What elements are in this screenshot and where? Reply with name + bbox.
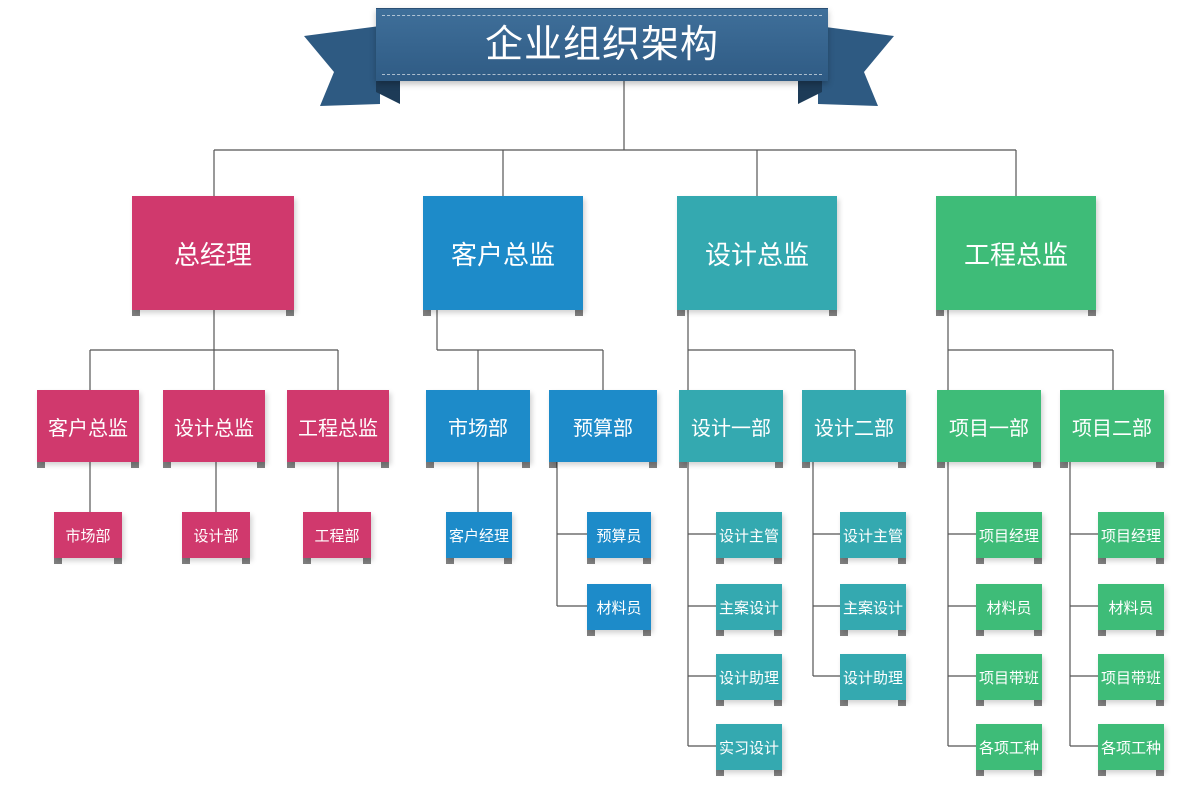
node-role: 设计助理 xyxy=(840,654,906,706)
node-dept: 设计二部 xyxy=(802,390,906,468)
node-role: 预算员 xyxy=(587,512,651,564)
node-customer-director: 客户总监 xyxy=(423,196,583,316)
node-role: 主案设计 xyxy=(716,584,782,636)
chart-title: 企业组织架构 xyxy=(484,22,719,66)
node-engineering-director: 工程总监 xyxy=(936,196,1096,316)
node-role: 设计主管 xyxy=(716,512,782,564)
ribbon-band xyxy=(376,8,828,81)
node-role: 主案设计 xyxy=(840,584,906,636)
node-dept: 预算部 xyxy=(549,390,657,468)
node-dept: 项目一部 xyxy=(937,390,1041,468)
node-role: 实习设计 xyxy=(716,724,782,776)
node-role: 项目带班 xyxy=(976,654,1042,706)
node-role: 客户经理 xyxy=(446,512,512,564)
node-role: 市场部 xyxy=(54,512,122,564)
node-role: 项目经理 xyxy=(1098,512,1164,564)
node-design-director: 设计总监 xyxy=(677,196,837,316)
node-dept: 工程总监 xyxy=(287,390,389,468)
node-role: 设计主管 xyxy=(840,512,906,564)
node-dept: 项目二部 xyxy=(1060,390,1164,468)
node-role: 各项工种 xyxy=(1098,724,1164,776)
node-dept: 市场部 xyxy=(426,390,530,468)
node-dept: 客户总监 xyxy=(37,390,139,468)
node-role: 材料员 xyxy=(976,584,1042,636)
node-role: 各项工种 xyxy=(976,724,1042,776)
node-dept: 设计总监 xyxy=(163,390,265,468)
node-role: 工程部 xyxy=(303,512,371,564)
node-role: 项目经理 xyxy=(976,512,1042,564)
node-role: 材料员 xyxy=(1098,584,1164,636)
node-role: 设计部 xyxy=(182,512,250,564)
node-dept: 设计一部 xyxy=(679,390,783,468)
ribbon-tails xyxy=(304,26,894,106)
node-role: 材料员 xyxy=(587,584,651,636)
node-general-manager: 总经理 xyxy=(132,196,294,316)
node-role: 项目带班 xyxy=(1098,654,1164,706)
title-ribbon: 企业组织架构 xyxy=(304,6,894,106)
node-role: 设计助理 xyxy=(716,654,782,706)
